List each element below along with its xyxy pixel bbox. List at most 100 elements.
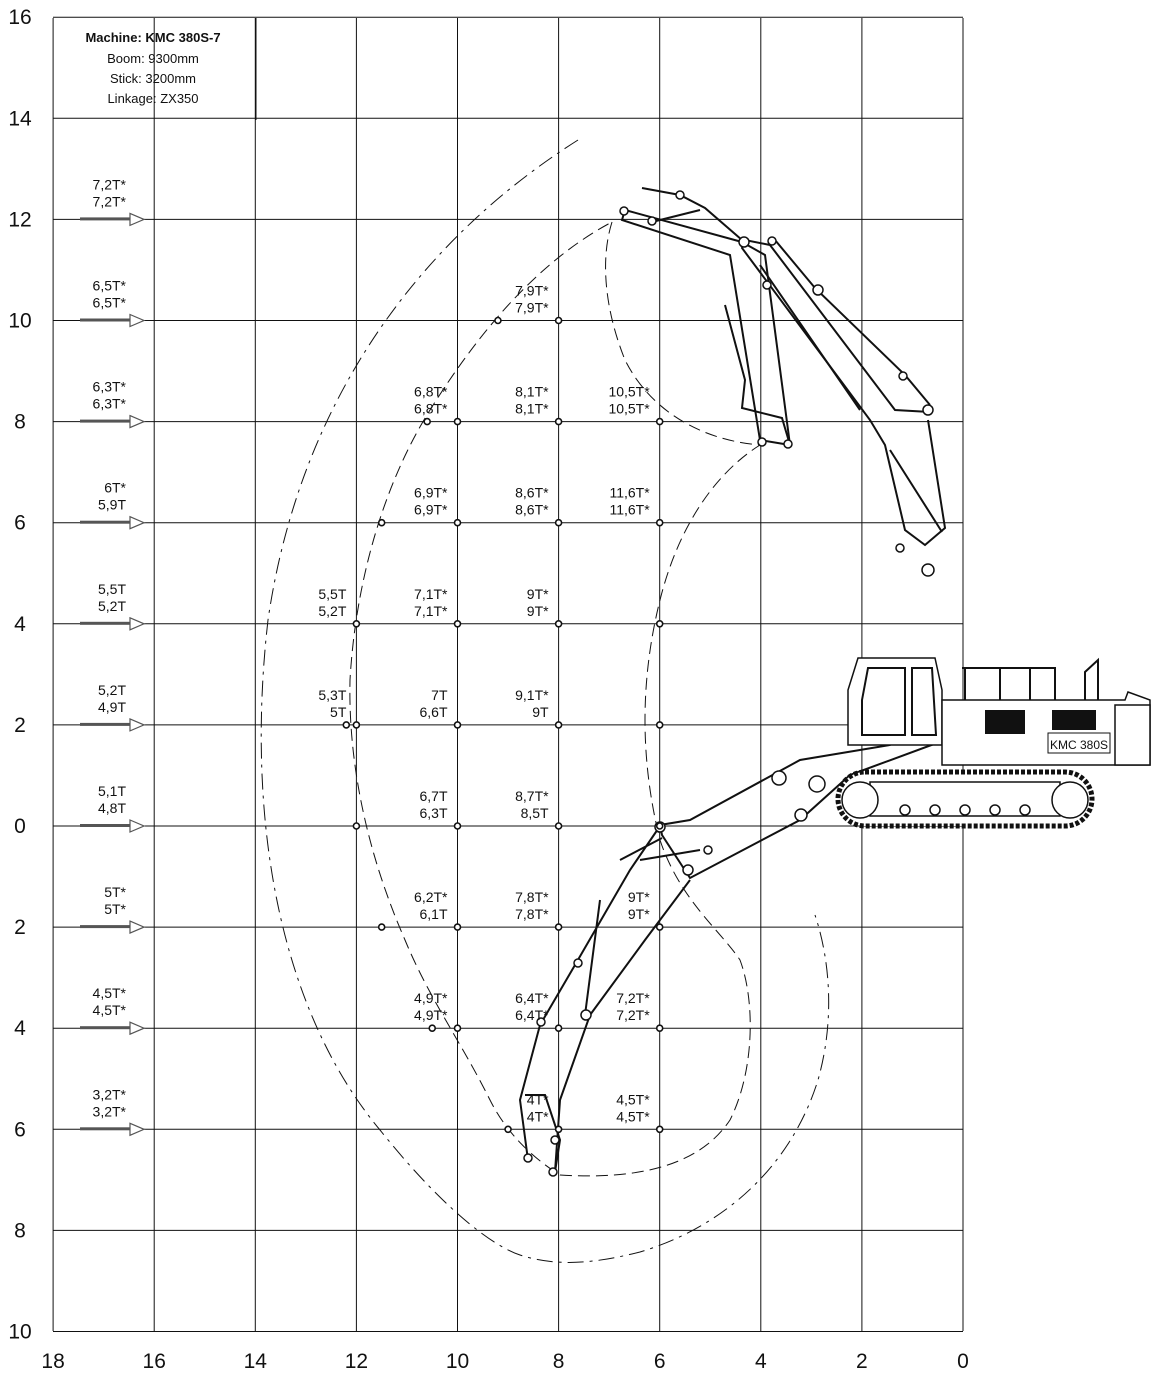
load-point: [655, 1024, 664, 1032]
max-reach-front: 3,2T*: [93, 1086, 127, 1102]
info-linkage: Linkage: ZX350: [107, 91, 198, 106]
capacity-front: 6,7T: [419, 788, 447, 804]
capacity-front: 7,9T*: [515, 283, 549, 299]
exhaust: [1084, 657, 1099, 700]
capacity-side: 4T*: [527, 1108, 549, 1124]
load-point: [453, 923, 462, 931]
load-point: [377, 518, 386, 527]
x-tick-label: 10: [446, 1350, 469, 1373]
max-reach-front: 5T*: [104, 884, 126, 900]
y-tick-label: 6: [14, 512, 26, 535]
counterweight: [1114, 704, 1151, 766]
max-reach-side: 7,2T*: [93, 193, 127, 209]
cab-window: [861, 667, 906, 736]
grid: [52, 16, 964, 1332]
pin: [573, 958, 583, 968]
pin: [808, 775, 826, 793]
body-label-box: [1047, 732, 1111, 754]
load-point: [554, 316, 563, 325]
roller: [989, 804, 1001, 816]
capacity-front: 9,1T*: [515, 687, 549, 703]
pin: [523, 1153, 533, 1163]
x-tick-label: 4: [755, 1350, 767, 1373]
pin: [703, 845, 713, 855]
x-tick-label: 2: [856, 1350, 868, 1373]
max-reach-front: 6,3T*: [93, 379, 127, 395]
max-reach-front: 5,2T: [98, 682, 126, 698]
y-tick-label: 10: [8, 310, 31, 333]
capacity-side: 7,1T*: [414, 603, 448, 619]
capacity-front: 5,5T: [318, 586, 346, 602]
load-point: [655, 619, 664, 628]
capacity-front: 8,1T*: [515, 384, 549, 400]
max-reach-arrow-head: [129, 414, 146, 429]
load-point: [554, 619, 563, 628]
load-point: [352, 822, 361, 830]
max-reach-arrow-head: [129, 515, 146, 530]
pin: [783, 439, 793, 449]
load-point: [554, 518, 563, 527]
capacity-side: 6,4T*: [515, 1007, 549, 1023]
load-point: [554, 417, 563, 426]
max-reach-arrow-head: [129, 920, 146, 935]
pin: [794, 808, 808, 822]
vent-left: [985, 710, 1025, 734]
pin: [895, 543, 905, 553]
load-point: [377, 923, 386, 931]
load-point: [423, 417, 431, 426]
pin: [771, 770, 787, 786]
load-point: [554, 1125, 563, 1134]
load-point: [655, 518, 664, 527]
max-reach-arrow-shaft: [80, 621, 130, 625]
max-reach-front: 6T*: [104, 480, 126, 496]
max-reach-arrow-shaft: [80, 520, 130, 524]
load-point: [554, 1024, 563, 1032]
capacity-front: 7,1T*: [414, 586, 448, 602]
x-tick-label: 18: [41, 1350, 64, 1373]
x-tick-label: 8: [553, 1350, 565, 1373]
load-point: [554, 822, 563, 830]
pin: [738, 236, 750, 248]
max-reach-capacities: 7,2T*7,2T*6,5T*6,5T*6,3T*6,3T*6T*5,9T5,5…: [80, 176, 146, 1137]
load-point: [453, 619, 462, 628]
roller: [1019, 804, 1031, 816]
capacity-side: 9T: [532, 704, 549, 720]
capacity-front: 4,9T*: [414, 990, 448, 1006]
load-point: [453, 1024, 462, 1032]
lower-links: [525, 849, 701, 1173]
capacity-side: 6,1T: [419, 906, 447, 922]
max-reach-side: 5,2T: [98, 598, 126, 614]
upper-boom-outline: [759, 239, 943, 533]
capacity-side: 4,5T*: [616, 1108, 650, 1124]
capacity-side: 6,3T: [419, 805, 447, 821]
info-boom: Boom: 9300mm: [107, 51, 199, 66]
x-tick-label: 0: [957, 1350, 969, 1373]
roller: [929, 804, 941, 816]
capacity-side: 6,6T: [419, 704, 447, 720]
capacity-side: 6,9T*: [414, 502, 448, 518]
pin: [580, 1009, 592, 1021]
load-point: [655, 923, 664, 931]
x-tick-label: 16: [143, 1350, 166, 1373]
max-reach-arrow-shaft: [80, 925, 130, 929]
capacity-front: 4T*: [527, 1091, 549, 1107]
max-reach-side: 4,9T: [98, 699, 126, 715]
body-label: KMC 380S: [1050, 738, 1108, 752]
capacity-front: 6,2T*: [414, 889, 448, 905]
capacity-front: 6,9T*: [414, 485, 448, 501]
sprocket: [1051, 781, 1089, 819]
max-reach-arrow-head: [129, 717, 146, 732]
load-point: [655, 721, 664, 729]
load-point: [342, 721, 351, 729]
capacity-labels: 7,9T*7,9T*6,8T*6,8T*8,1T*8,1T*10,5T*10,5…: [318, 283, 650, 1125]
capacity-side: 6,8T*: [414, 401, 448, 417]
x-tick-label: 14: [244, 1350, 268, 1373]
capacity-side: 5T: [330, 704, 347, 720]
capacity-side: 8,5T: [521, 805, 549, 821]
pin: [647, 216, 657, 226]
capacity-grid-points: [342, 316, 664, 1134]
pin: [812, 284, 824, 296]
max-reach-arrow-head: [129, 1021, 146, 1036]
capacity-front: 11,6T*: [609, 485, 650, 501]
